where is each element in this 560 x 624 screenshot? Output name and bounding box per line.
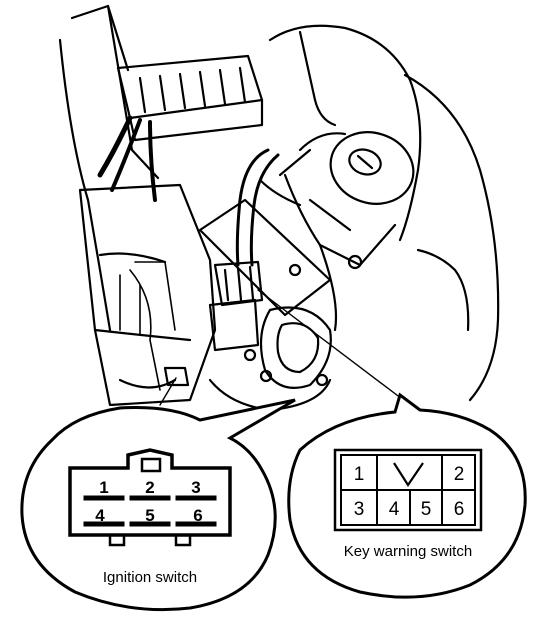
key-warning-key-slot (393, 462, 424, 487)
key-warning-pin-5: 5 (421, 499, 432, 520)
key-warning-pin-6: 6 (454, 499, 465, 520)
key-warning-pin-4: 4 (389, 499, 400, 520)
key-warning-switch-callout: 1 2 3 4 5 6 Key warning switch (287, 392, 527, 599)
key-warning-outer-frame (333, 448, 483, 532)
ignition-pin-5: 5 (145, 506, 154, 525)
key-warning-pin-2: 2 (454, 464, 465, 485)
key-warning-pin-1: 1 (354, 464, 365, 485)
ignition-pin-1: 1 (99, 478, 108, 497)
ignition-callout-bubble (20, 398, 296, 612)
ignition-pin-4: 4 (95, 506, 105, 525)
key-warning-pin-3: 3 (354, 499, 365, 520)
ignition-connector-face (68, 448, 232, 547)
ignition-pin-numbers: 1 2 3 4 5 6 (95, 478, 202, 525)
ignition-pin-3: 3 (191, 478, 200, 497)
ignition-pin-2: 2 (145, 478, 154, 497)
steering-column-illustration (58, 4, 500, 412)
key-warning-pin-numbers: 1 2 3 4 5 6 (354, 464, 465, 520)
ignition-pin-bars (83, 495, 217, 527)
key-warning-connector-face (333, 448, 483, 532)
ignition-switch-callout: 1 2 3 4 5 6 Ignition switch (20, 398, 296, 612)
ignition-switch-caption: Ignition switch (103, 569, 197, 586)
ignition-pin-6: 6 (193, 506, 202, 525)
key-warning-switch-caption: Key warning switch (344, 543, 472, 560)
key-warning-callout-bubble (287, 392, 527, 599)
